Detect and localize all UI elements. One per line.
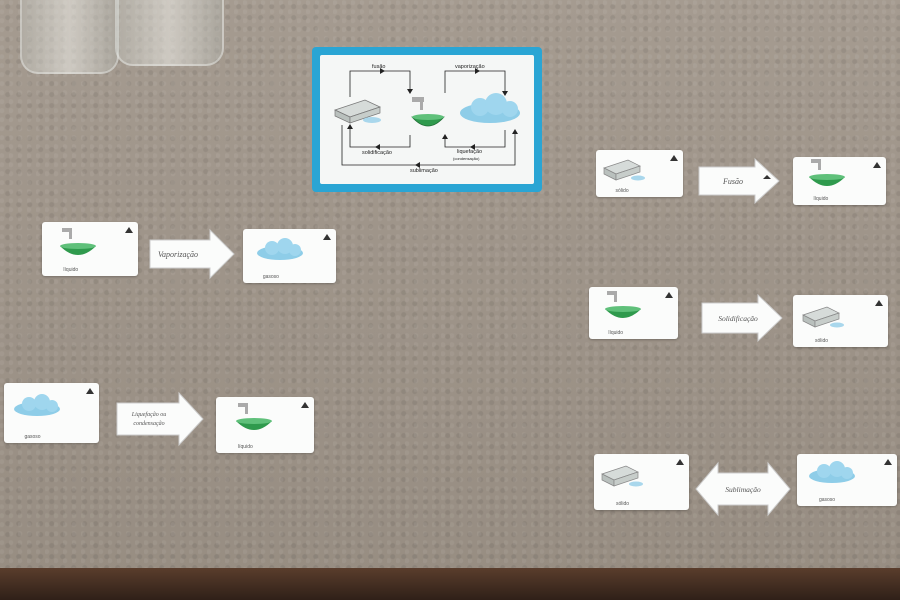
bowl-icon — [605, 291, 641, 318]
arrow-label-line2: condensação — [133, 421, 164, 427]
card-label: gasoso — [262, 274, 279, 280]
card-gasoso: gasoso — [4, 383, 99, 443]
arrow-solidificacao: Solidificação — [701, 293, 783, 343]
logo-icon — [665, 292, 673, 298]
poster-inner: fusão vaporização solidificação liquefaç… — [320, 55, 534, 184]
arrow-label: Vaporização — [158, 250, 198, 259]
arrow-label: Fusão — [722, 177, 743, 186]
poster-bowl-icon — [411, 97, 445, 127]
card-label: sólido — [615, 188, 629, 194]
logo-icon — [884, 459, 892, 465]
bowl-icon — [60, 228, 96, 255]
poster-label-condensacao: (condensação) — [453, 156, 480, 161]
card-label: líquido — [608, 330, 624, 336]
card-label: gasoso — [24, 434, 41, 440]
card-liquido: líquido — [42, 222, 138, 276]
bowl-icon — [809, 159, 845, 186]
logo-icon — [875, 300, 883, 306]
poster-label-sublimacao: sublimação — [410, 168, 438, 174]
logo-icon — [125, 227, 133, 233]
cloud-icon — [809, 461, 855, 483]
card-solido: sólido — [594, 454, 689, 510]
logo-icon — [873, 162, 881, 168]
logo-icon — [301, 402, 309, 408]
arrow-vaporizacao: Vaporização — [149, 228, 235, 280]
bowl-icon — [236, 403, 272, 430]
card-liquido: líquido — [216, 397, 314, 453]
wooden-floor — [0, 568, 900, 600]
arrow-label-line1: Liquefação ou — [131, 411, 167, 418]
logo-icon — [670, 155, 678, 161]
card-label: líquido — [813, 196, 829, 202]
poster-cloud-icon — [460, 93, 520, 123]
state-changes-poster: fusão vaporização solidificação liquefaç… — [312, 47, 542, 192]
poster-label-fusao: fusão — [372, 64, 386, 70]
card-solido: sólido — [596, 150, 683, 197]
arrow-label: Sublimação — [725, 485, 761, 494]
card-gasoso: gasoso — [243, 229, 336, 283]
card-liquido: líquido — [589, 287, 678, 339]
poster-ice-icon — [334, 99, 381, 124]
arrow-label: Solidificação — [718, 314, 758, 323]
card-label: sólido — [814, 338, 829, 344]
cloud-icon — [257, 238, 303, 260]
glass-right — [115, 0, 224, 66]
arrow-fusao: Fusão — [698, 157, 780, 205]
arrow-sublimacao-double: Sublimação — [695, 461, 791, 517]
cloud-icon — [14, 394, 60, 416]
card-liquido: líquido — [793, 157, 886, 205]
poster-label-liquefacao: liquefação — [457, 149, 483, 155]
cycle-diagram — [334, 68, 520, 168]
logo-icon — [676, 459, 684, 465]
card-solido: sólido — [793, 295, 888, 347]
card-label: sólido — [615, 501, 630, 507]
card-label: gasoso — [818, 497, 836, 503]
ice-icon — [601, 465, 643, 487]
logo-icon — [86, 388, 94, 394]
ice-icon — [802, 306, 844, 328]
ice-icon — [603, 159, 645, 181]
poster-label-vaporizacao: vaporização — [455, 64, 485, 70]
card-label: líquido — [63, 267, 79, 273]
logo-icon — [323, 234, 331, 240]
card-label: líquido — [238, 444, 253, 450]
poster-label-solidificacao: solidificação — [362, 150, 392, 156]
arrow-liquefacao: Liquefação ou condensação — [116, 391, 204, 447]
card-gasoso: gasoso — [797, 454, 897, 506]
glass-left — [20, 0, 119, 74]
